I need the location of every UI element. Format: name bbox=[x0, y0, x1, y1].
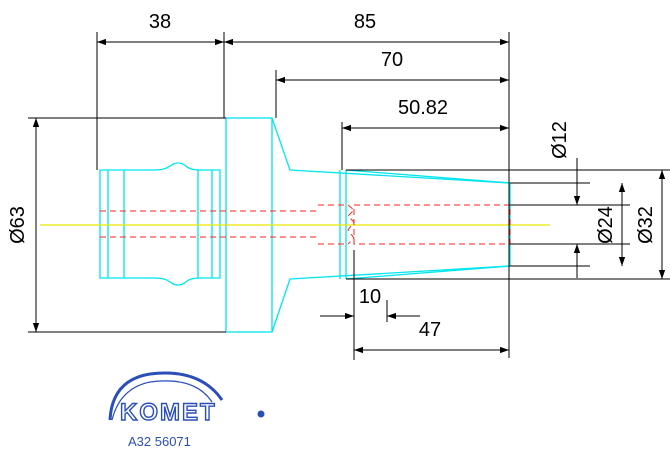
dim-dia12-label: Ø12 bbox=[549, 121, 571, 159]
dim-47-label: 47 bbox=[419, 319, 441, 341]
dim-dia63-label: Ø63 bbox=[7, 206, 29, 244]
dim-70-label: 70 bbox=[381, 49, 403, 71]
logo-arc bbox=[108, 371, 224, 421]
hidden-bore bbox=[100, 204, 511, 245]
part-number: A32 56071 bbox=[128, 434, 191, 449]
logo-brand: KOMET bbox=[120, 399, 217, 426]
dim-10-label: 10 bbox=[359, 286, 381, 308]
dim-85-label: 85 bbox=[354, 11, 376, 33]
dimension-lines bbox=[28, 32, 670, 360]
logo-dot bbox=[257, 410, 265, 418]
dim-dia24-label: Ø24 bbox=[595, 206, 617, 244]
dim-38-label: 38 bbox=[149, 11, 171, 33]
komet-logo: KOMET bbox=[108, 371, 265, 427]
dim-dia32-label: Ø32 bbox=[635, 206, 657, 244]
dim-5082-label: 50.82 bbox=[398, 97, 448, 119]
shank-outline bbox=[99, 162, 221, 286]
